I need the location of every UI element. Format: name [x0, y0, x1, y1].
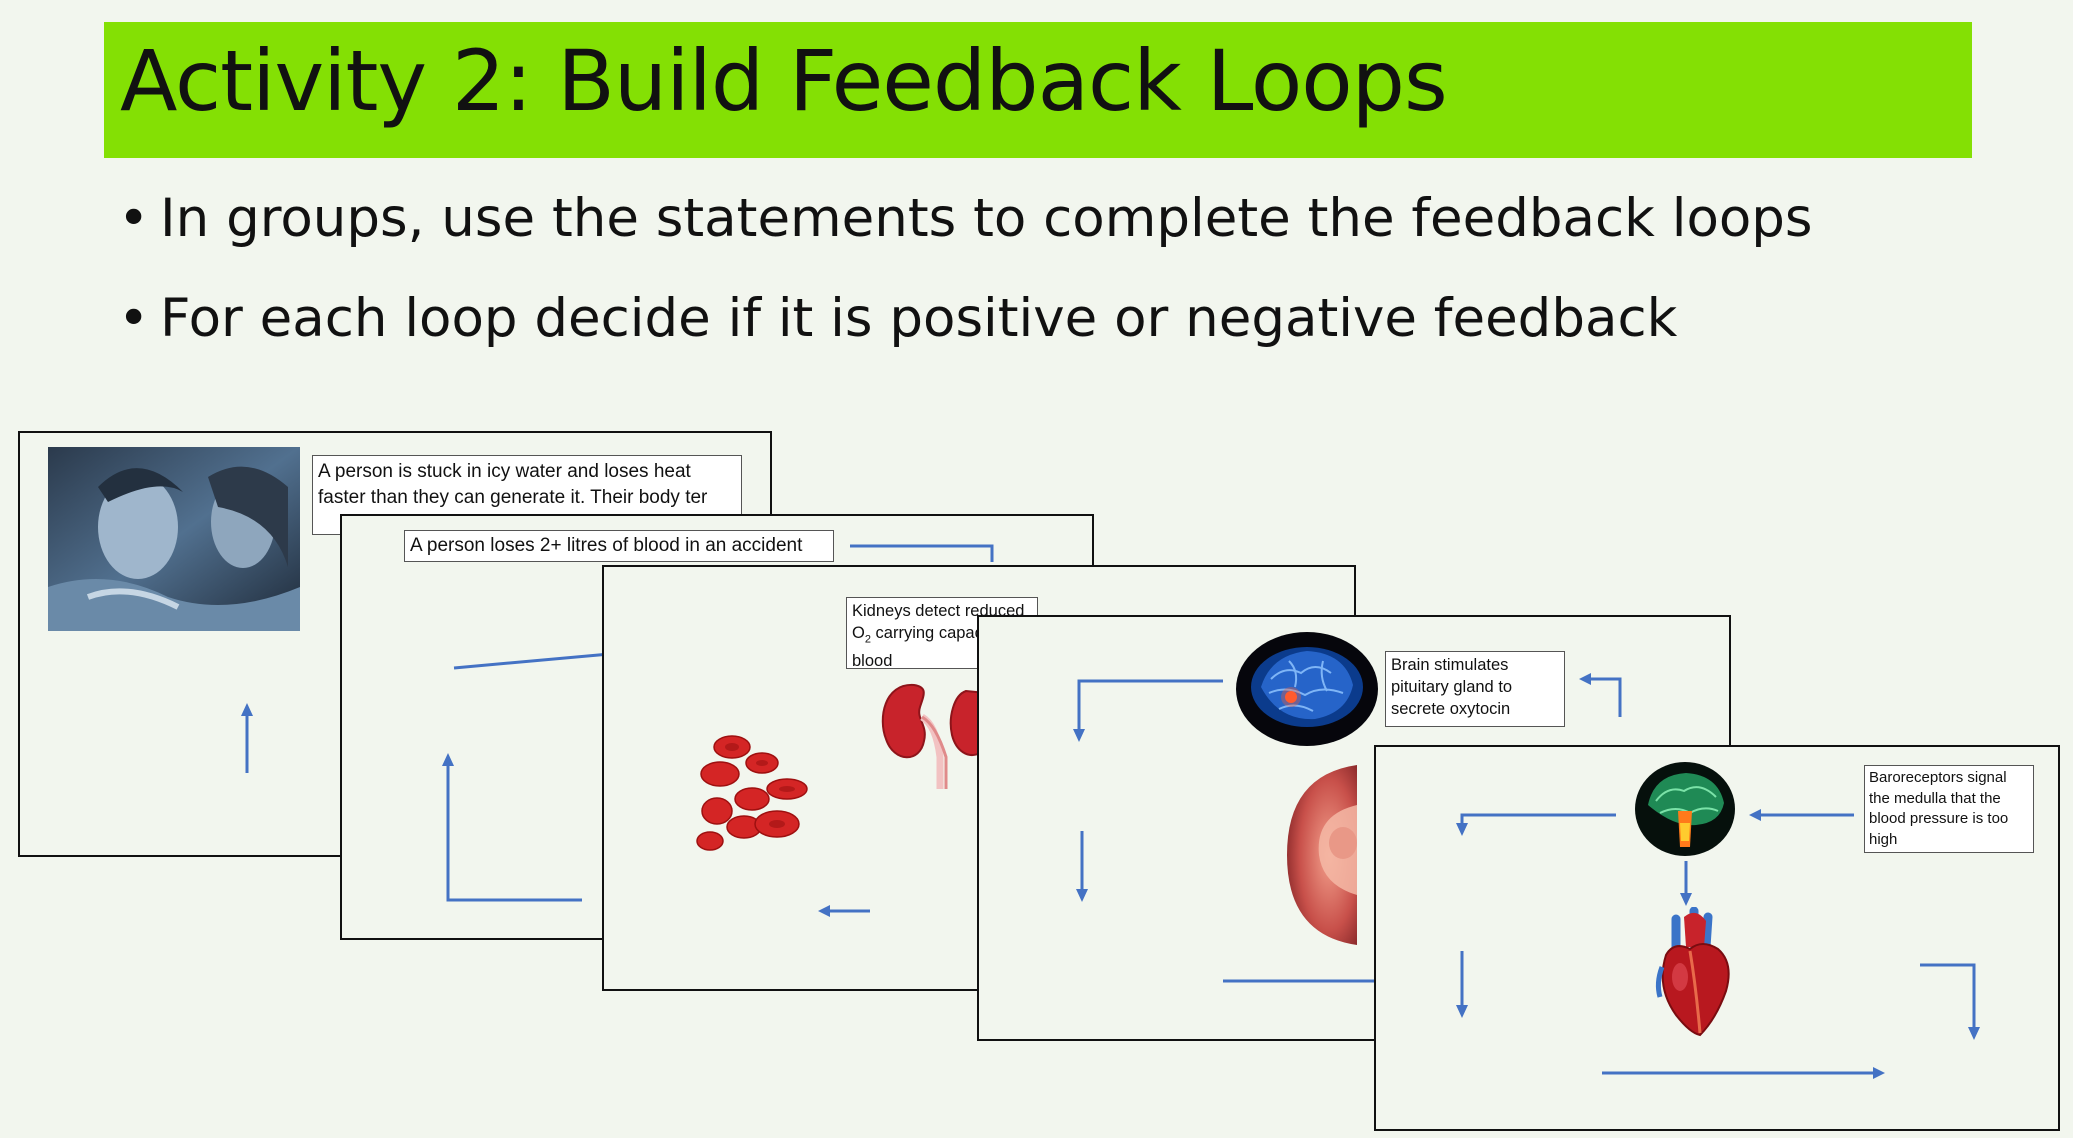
arrow-line	[1586, 677, 1622, 717]
red-blood-cells-image	[696, 735, 808, 851]
o2-subscript: 2	[864, 633, 871, 646]
arrow-head	[1579, 673, 1591, 685]
arrow-line	[1077, 679, 1223, 735]
arrow-head	[241, 703, 253, 716]
arrow-head	[1456, 1005, 1468, 1018]
heart-image	[1655, 907, 1730, 1037]
arrow-line	[1920, 963, 1976, 1033]
statement-line: O2 carrying capac	[852, 622, 1032, 650]
arrow-head	[1073, 729, 1085, 742]
arrow-layer	[241, 703, 253, 773]
arrow-head	[1873, 1067, 1885, 1079]
brain-image	[1236, 632, 1378, 746]
bullet-dot: •	[118, 188, 150, 249]
bullet-text: For each loop decide if it is positive o…	[160, 288, 1678, 349]
arrow-line	[850, 544, 994, 562]
arrow-head	[1749, 809, 1761, 821]
bullet-dot: •	[118, 288, 150, 349]
arrow-head	[1456, 823, 1468, 836]
slide-title: Activity 2: Build Feedback Loops	[120, 32, 1448, 130]
statement-label: Baroreceptors signal the medulla that th…	[1864, 765, 2034, 853]
arrow-layer	[1073, 673, 1622, 983]
fetus-image	[1287, 765, 1357, 945]
statement-line: blood	[852, 652, 893, 669]
statement-label: Brain stimulates pituitary gland to secr…	[1385, 651, 1565, 727]
arrow-layer	[818, 905, 870, 917]
arrow-head	[818, 905, 830, 917]
arrow-layer	[1456, 809, 1980, 1079]
brain-medulla-image	[1635, 762, 1735, 856]
statement-fragment: carrying capac	[870, 624, 983, 642]
arrow-line	[446, 760, 582, 902]
arrow-head	[442, 753, 454, 766]
feedback-card-blood-pressure: Baroreceptors signal the medulla that th…	[1374, 745, 2060, 1131]
bullet-text: In groups, use the statements to complet…	[160, 188, 1813, 249]
o2-letter: O	[852, 624, 865, 642]
titanic-photo-image	[48, 447, 300, 631]
statement-label: A person loses 2+ litres of blood in an …	[404, 530, 834, 562]
title-bar: Activity 2: Build Feedback Loops	[104, 22, 1972, 158]
arrow-head	[1968, 1027, 1980, 1040]
arrow-head	[1076, 889, 1088, 902]
arrow-head	[1680, 893, 1692, 906]
arrow-line	[1460, 813, 1616, 829]
